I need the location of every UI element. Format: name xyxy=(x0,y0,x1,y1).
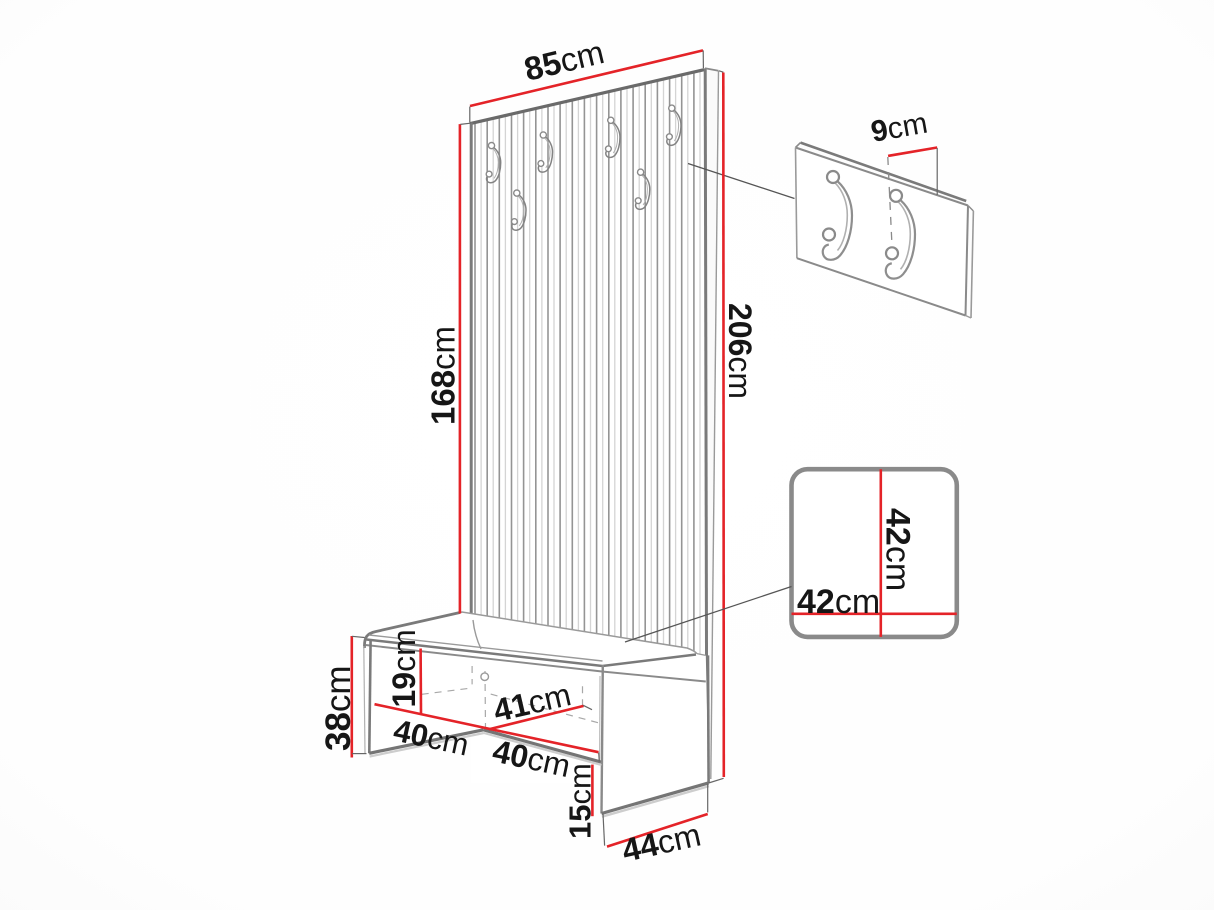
svg-text:85cm: 85cm xyxy=(521,33,608,88)
svg-text:40cm: 40cm xyxy=(391,713,472,763)
svg-text:19cm: 19cm xyxy=(386,629,422,707)
svg-text:168cm: 168cm xyxy=(425,326,462,425)
svg-text:42cm: 42cm xyxy=(797,583,880,621)
svg-text:15cm: 15cm xyxy=(563,763,598,839)
svg-text:38cm: 38cm xyxy=(319,665,358,751)
svg-text:40cm: 40cm xyxy=(490,733,574,784)
svg-text:9cm: 9cm xyxy=(868,107,930,149)
svg-text:42cm: 42cm xyxy=(879,508,917,591)
svg-text:41cm: 41cm xyxy=(490,676,574,729)
svg-text:206cm: 206cm xyxy=(722,303,758,399)
